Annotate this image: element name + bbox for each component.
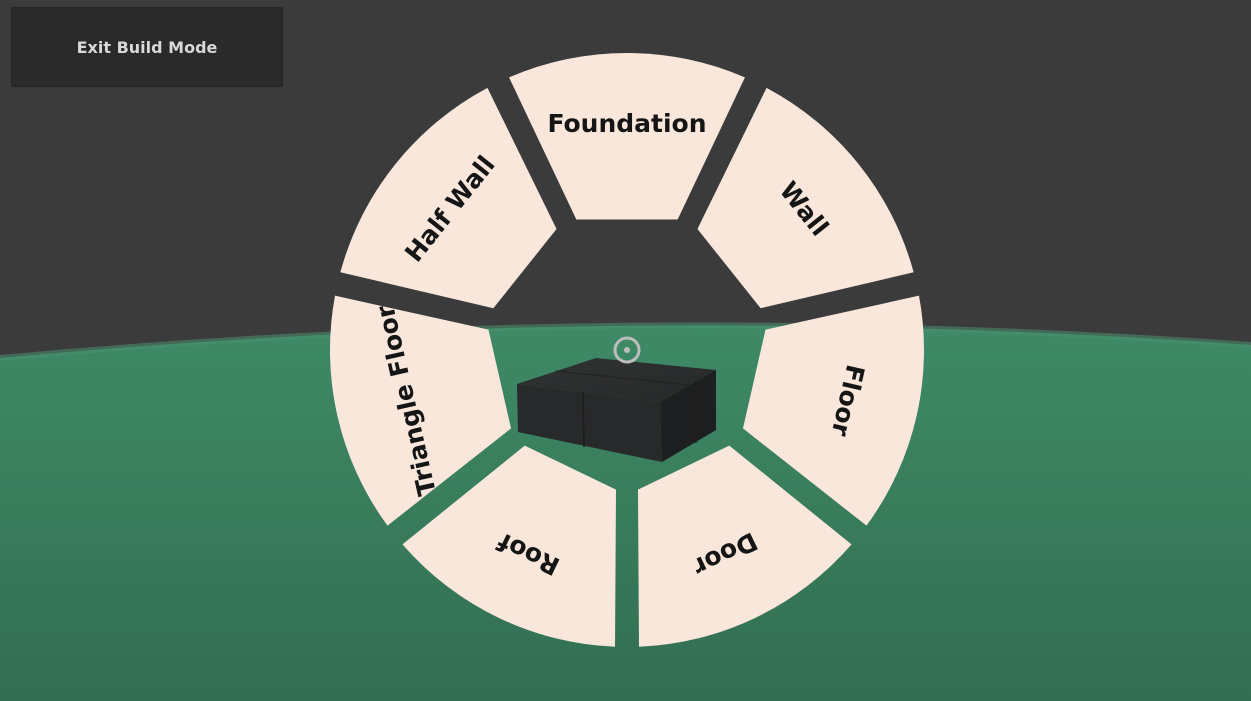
wheel-segment-shape <box>742 295 924 526</box>
wheel-segment-triangle-floor[interactable]: Triangle Floor <box>330 295 512 526</box>
wheel-segment-shape <box>637 445 852 647</box>
wheel-label-foundation: Foundation <box>547 109 706 138</box>
wheel-segment-shape <box>697 87 914 309</box>
wheel-segment-shape <box>340 87 557 309</box>
horizon-line <box>0 322 1251 361</box>
wheel-segment-door[interactable]: Door <box>637 445 852 647</box>
crosshair-icon <box>613 336 641 364</box>
wheel-segment-shape <box>509 52 745 220</box>
wheel-segment-shape <box>330 295 512 526</box>
exit-build-mode-button[interactable]: Exit Build Mode <box>11 7 283 87</box>
wheel-segment-floor[interactable]: Floor <box>742 295 924 526</box>
ground-plane <box>0 325 1251 701</box>
wheel-segment-half-wall[interactable]: Half Wall <box>340 87 557 309</box>
wheel-segment-shape <box>402 445 617 647</box>
wheel-segment-wall[interactable]: Wall <box>697 87 914 309</box>
wheel-segment-roof[interactable]: Roof <box>402 445 617 647</box>
wheel-segment-foundation[interactable]: Foundation <box>509 52 745 220</box>
foundation-preview-block <box>517 358 716 462</box>
exit-build-mode-label: Exit Build Mode <box>76 37 218 57</box>
